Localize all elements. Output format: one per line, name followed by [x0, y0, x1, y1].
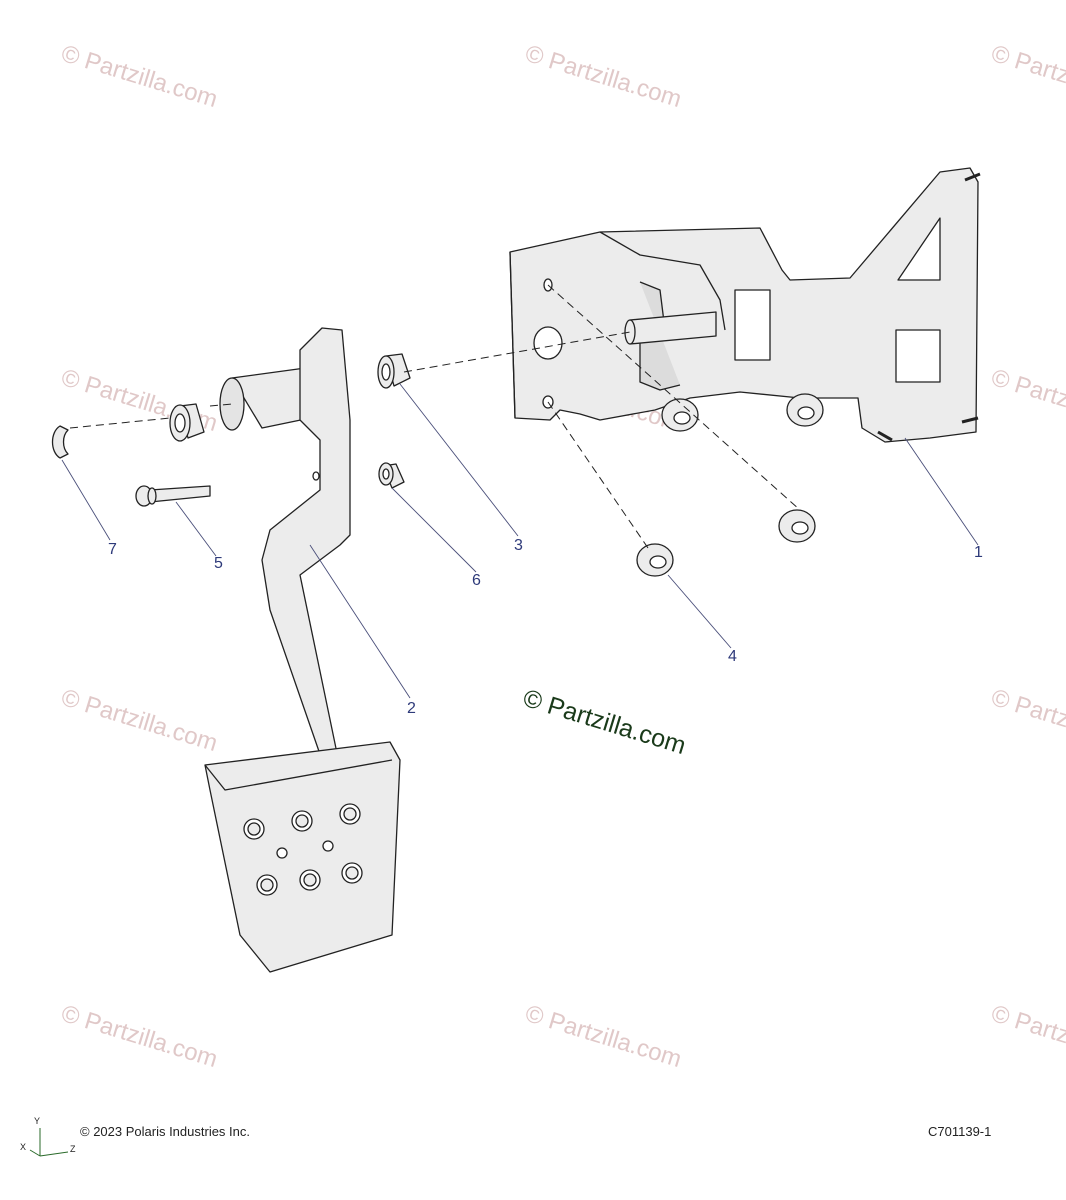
axis-label-z: Z	[70, 1144, 76, 1154]
callout-2: 2	[407, 700, 416, 717]
pedal-stop-bushing	[378, 462, 405, 489]
axis-triad	[29, 1128, 69, 1157]
callout-1: 1	[974, 544, 983, 561]
callout-4: 4	[728, 648, 737, 665]
e-clip	[51, 425, 69, 459]
axis-label-x: X	[20, 1142, 27, 1152]
callout-7: 7	[108, 541, 117, 558]
axis-label-y: Y	[34, 1116, 41, 1126]
callout-6: 6	[472, 572, 481, 589]
flange-bolt	[135, 485, 211, 507]
callout-3: 3	[514, 537, 523, 554]
copyright-text: © 2023 Polaris Industries Inc.	[80, 1124, 250, 1139]
diagram-code: C701139-1	[928, 1124, 992, 1139]
pedal-pad	[204, 741, 401, 973]
pedal-arm	[219, 327, 351, 761]
flange-nut	[778, 509, 816, 543]
flange-nut	[661, 398, 699, 432]
flange-nut	[636, 543, 674, 577]
bushing	[169, 403, 205, 442]
assembly-lines	[69, 284, 801, 549]
bushing	[377, 353, 411, 389]
callout-5: 5	[214, 555, 223, 572]
mounting-bracket	[509, 167, 981, 443]
flange-nut	[786, 393, 824, 427]
leader-lines	[61, 383, 979, 699]
